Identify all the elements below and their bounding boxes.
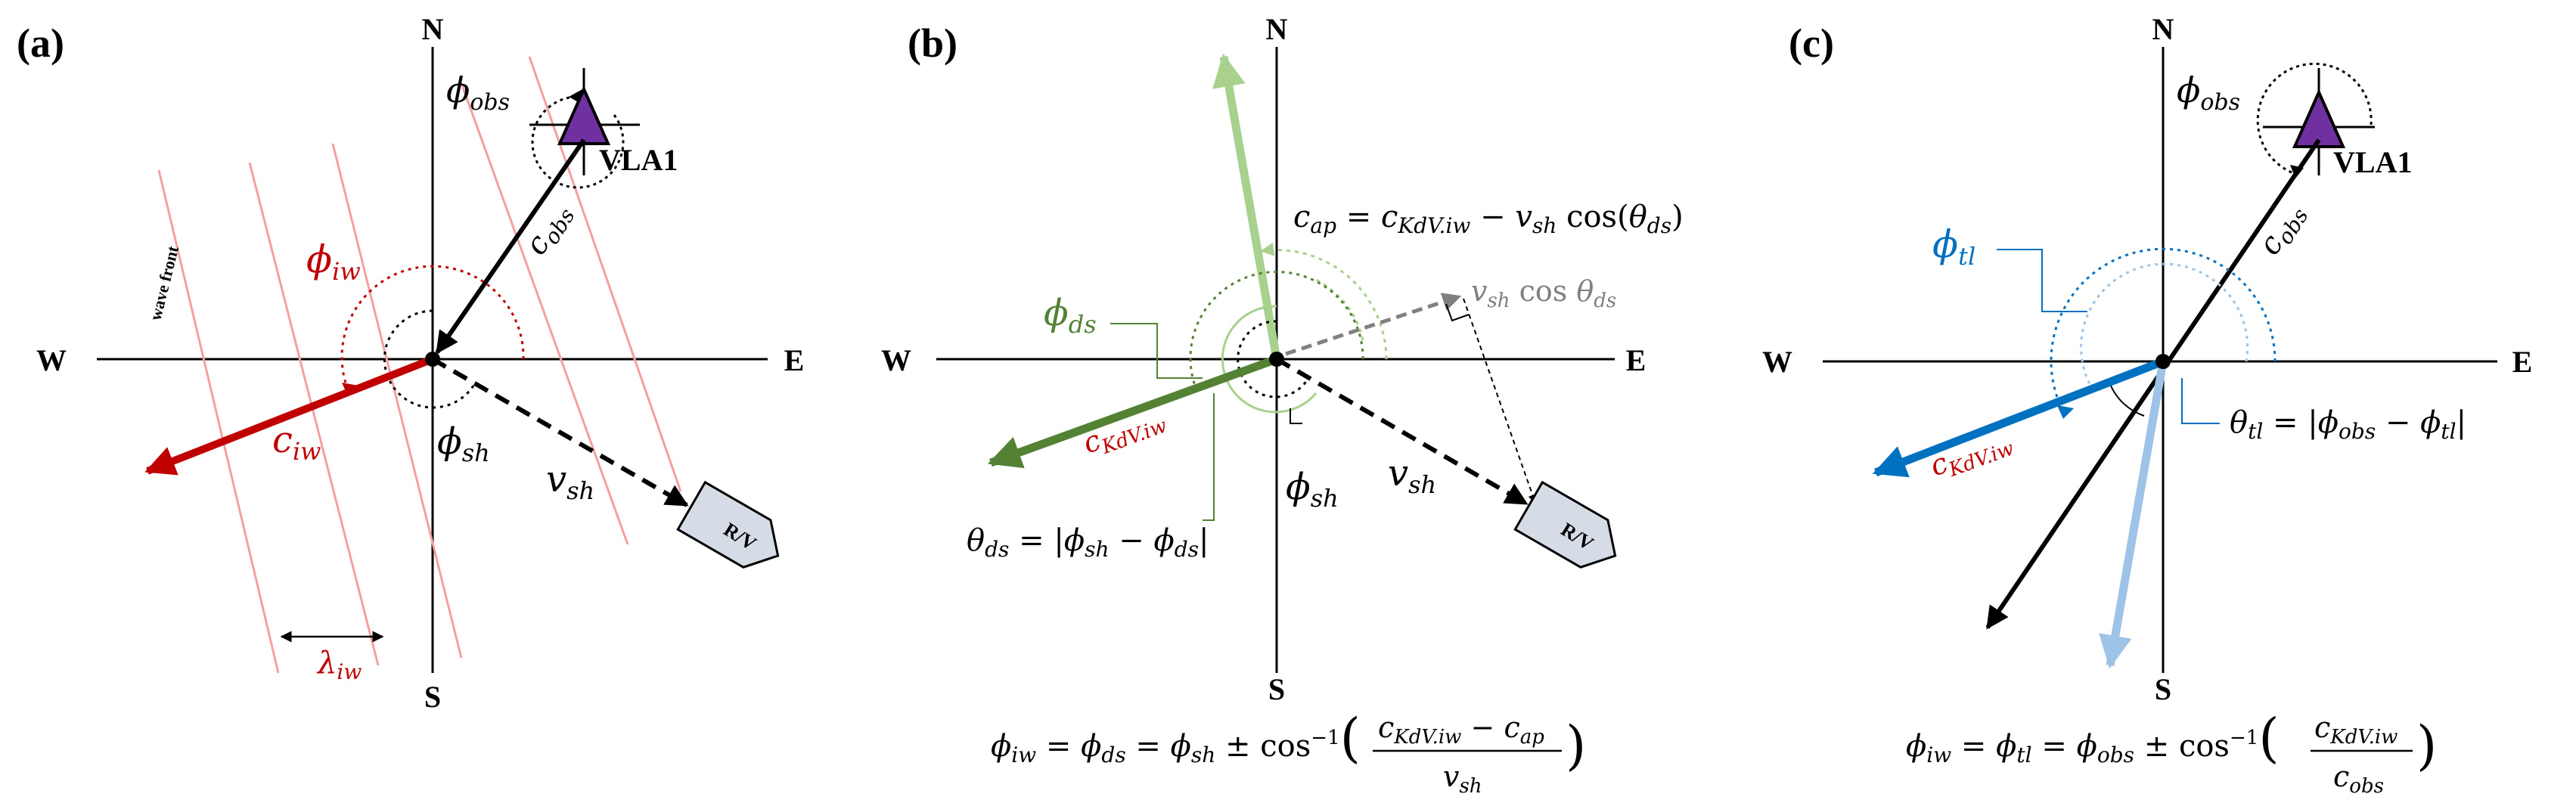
panel-c-c-kdv-arrow (1872, 357, 2165, 478)
panel-c-theta-tl-eq: θtl = |ϕobs − ϕtl| (2230, 405, 2466, 444)
panel-a-origin (425, 352, 440, 367)
panel-b-projection-line (1463, 298, 1538, 504)
panel-b-arc-light-green-inner (1315, 278, 1364, 341)
panel-b-paren-close: ) (1566, 715, 1586, 777)
panel-b-v-sh-label: vsh (1388, 452, 1436, 499)
panel-a-phi-obs-label: ϕobs (446, 70, 510, 116)
panel-c-phi-tl-leader (1997, 249, 2087, 312)
panel-b-vsh-cos-arrow (1285, 293, 1462, 356)
panel-b-theta-ds-leader (1203, 393, 1215, 521)
panel-b-vsh-cos-label: vsh cos θds (1471, 274, 1616, 312)
panel-a-v-sh-label: vsh (546, 458, 594, 505)
panel-c-tag: (c) (1789, 20, 1834, 66)
panel-b-phi-sh-label: ϕsh (1286, 466, 1339, 513)
panel-a-v-sh-arrow (431, 357, 689, 507)
panel-b-frac-num: cKdV.iw − cap (1378, 711, 1544, 749)
panel-b-phi-sh-leader (1290, 408, 1302, 424)
panel-a-c-iw-arrow (144, 355, 434, 476)
panel-b: (b) N S W E cap = cKdV.iw − vsh cos(θds)… (881, 12, 1684, 798)
panel-b-c-kdv-label: cKdV.iw (1079, 400, 1170, 464)
panel-c-c-obs-label: cobs (2252, 197, 2313, 263)
panel-a-vessel-icon (676, 480, 780, 569)
panel-b-c-ap-eq: cap = cKdV.iw − vsh cos(θds) (1293, 200, 1684, 238)
wavefront-line (331, 143, 463, 659)
panel-c-phi-tl-arc-inner (2080, 262, 2249, 394)
panel-a-north: N (422, 12, 444, 46)
panel-c-north: N (2152, 12, 2174, 46)
panel-c: (c) N S W E ϕobs VLA1 cobs ϕtl cKdV.iw (1762, 12, 2532, 798)
panel-c-origin (2155, 354, 2171, 369)
panel-b-right-angle (1445, 303, 1470, 322)
panel-c-east: E (2512, 345, 2533, 379)
panel-b-origin (1269, 352, 1284, 367)
panel-c-phi-tl-label: ϕtl (1932, 222, 1975, 271)
panel-a-lambda-label: λiw (316, 646, 362, 684)
panel-b-arc-dark-green (1189, 271, 1364, 386)
panel-b-west: W (881, 343, 911, 377)
panel-b-tag: (b) (908, 20, 957, 66)
panel-a-c-obs-arrow (435, 138, 586, 355)
panel-c-station-label: VLA1 (2333, 145, 2412, 179)
panel-c-phi-obs-arc (2256, 62, 2373, 175)
panel-b-theta-ds-eq: θds = |ϕsh − ϕds| (967, 523, 1209, 562)
panel-c-theta-tl-arc (2109, 383, 2145, 417)
panel-c-station-triangle-icon (2292, 88, 2346, 148)
panel-c-frac-num: cKdV.iw (2314, 711, 2398, 749)
panel-b-c-ap-arrow (1212, 53, 1281, 360)
panel-c-bottom-eq: ϕiw = ϕtl = ϕobs ± cos−1( (1906, 707, 2280, 769)
wavefront-line (157, 169, 280, 674)
panel-b-arc-black (1237, 320, 1310, 398)
panel-c-south: S (2155, 672, 2171, 706)
panel-b-vessel-icon (1513, 480, 1617, 569)
panel-a-phi-sh-label: ϕsh (437, 420, 490, 467)
panel-a: (a) N S W E wave front λiw ϕobs VLA1 c (17, 12, 804, 714)
panel-b-c-kdv-arrow (987, 355, 1278, 469)
panel-c-phi-obs-label: ϕobs (2177, 70, 2240, 116)
panel-a-west: W (36, 343, 67, 377)
panel-a-c-iw-label: ciw (272, 419, 321, 466)
panel-c-phi-tl-arc-head (2057, 405, 2074, 419)
panel-a-c-obs-label: cobs (518, 197, 579, 263)
panel-c-phi-tl-arc-outer (2050, 247, 2277, 415)
panel-a-wavefront-label: wave front (146, 243, 183, 322)
panel-c-light-blue-arrow (2099, 361, 2168, 669)
panel-b-phi-ds-leader (1110, 323, 1203, 379)
panel-b-bottom-eq: ϕiw = ϕds = ϕsh ± cos−1( (991, 707, 1361, 769)
panel-a-phi-iw-arc (340, 265, 525, 394)
panel-a-east: E (784, 343, 805, 377)
panel-a-phi-sh-arc (383, 309, 475, 409)
panel-c-theta-tl-leader (2181, 378, 2220, 424)
panel-b-phi-ds-label: ϕds (1044, 292, 1097, 339)
panel-c-paren-close: ) (2416, 715, 2437, 777)
wavefront-line (460, 82, 629, 545)
panel-c-c-obs-arrow (1985, 138, 2321, 630)
panel-a-station-label: VLA1 (599, 143, 678, 177)
panel-a-south: S (424, 680, 441, 714)
panel-a-phi-obs-arc (531, 95, 625, 189)
panel-c-frac-den: cobs (2333, 760, 2384, 798)
wavefront-line (248, 162, 380, 666)
panel-a-wavefronts (157, 56, 682, 674)
panel-a-tag: (a) (17, 20, 64, 66)
panel-b-frac-den: vsh (1443, 760, 1482, 798)
panel-a-phi-iw-label: ϕiw (306, 237, 361, 286)
panel-b-south: S (1268, 672, 1285, 706)
panel-c-west: W (1762, 345, 1792, 379)
panel-b-north: N (1266, 12, 1288, 46)
panel-b-east: E (1626, 343, 1646, 377)
panel-b-arc-light-green (1260, 242, 1388, 360)
wavefront-line (528, 56, 682, 492)
